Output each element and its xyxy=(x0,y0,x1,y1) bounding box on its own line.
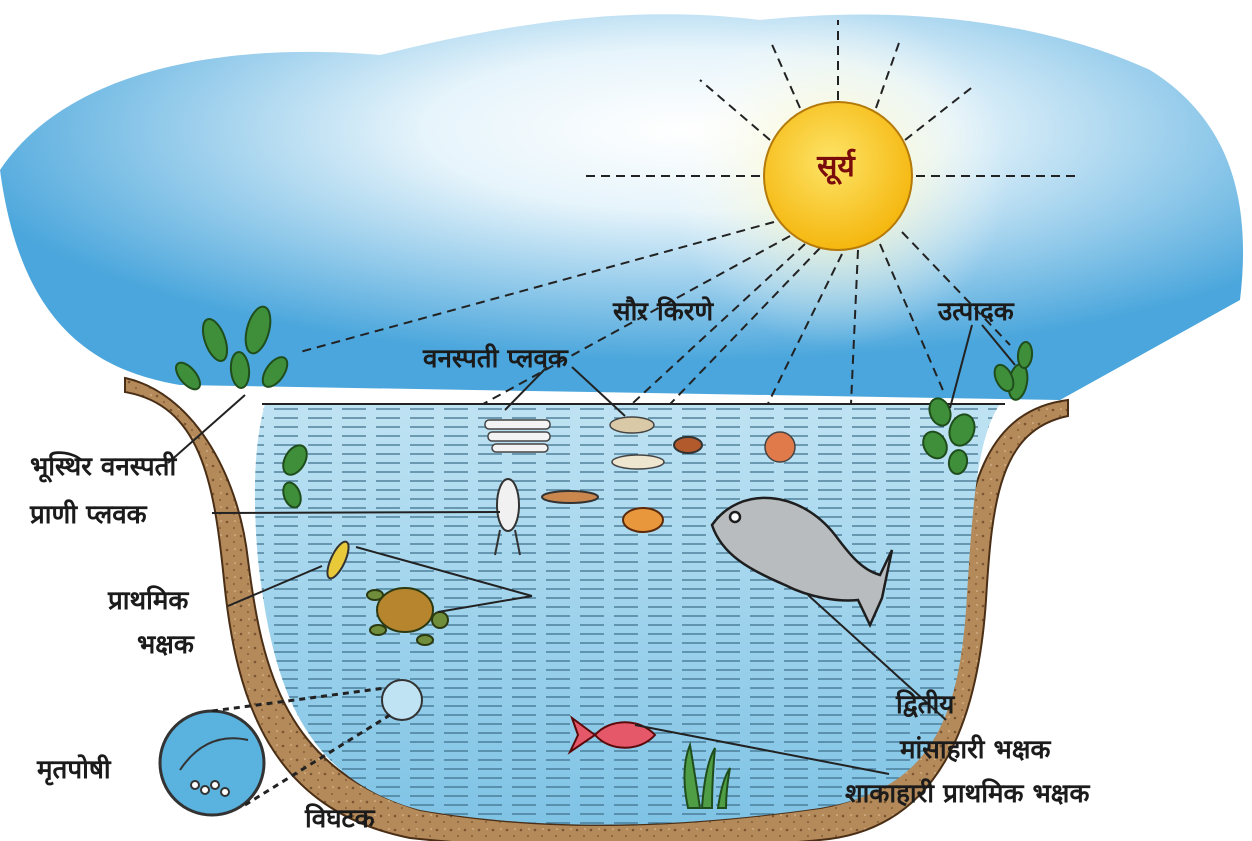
primary-consumer-label-line1: प्राथमिक xyxy=(108,588,188,614)
herbivore-primary-consumer-label: शाकाहारी प्राथमिक भक्षक xyxy=(845,781,1089,807)
secondary-consumer-label-line1: द्वितीय xyxy=(896,692,954,718)
decomposers-label: विघटक xyxy=(305,806,375,832)
sky xyxy=(0,14,1243,400)
primary-consumer-label-line2: भक्षक xyxy=(137,632,194,658)
zooplankton-label: प्राणी प्लवक xyxy=(30,502,147,528)
decomposer-small-circle xyxy=(382,680,422,720)
detritivores-label: मृतपोषी xyxy=(37,757,111,783)
producers-label: उत्पादक xyxy=(938,299,1014,325)
phytoplankton-label: वनस्पती प्लवक xyxy=(423,346,568,372)
solar-rays-label: सौर किरणे xyxy=(613,299,713,325)
secondary-consumer-label-line2: मांसाहारी भक्षक xyxy=(900,737,1050,763)
small-fish xyxy=(623,508,663,532)
decomposer-magnified-circle xyxy=(160,711,264,815)
sun-label: सूर्य xyxy=(786,152,886,182)
rooted-plants-label: भूस्थिर वनस्पती xyxy=(30,454,176,480)
